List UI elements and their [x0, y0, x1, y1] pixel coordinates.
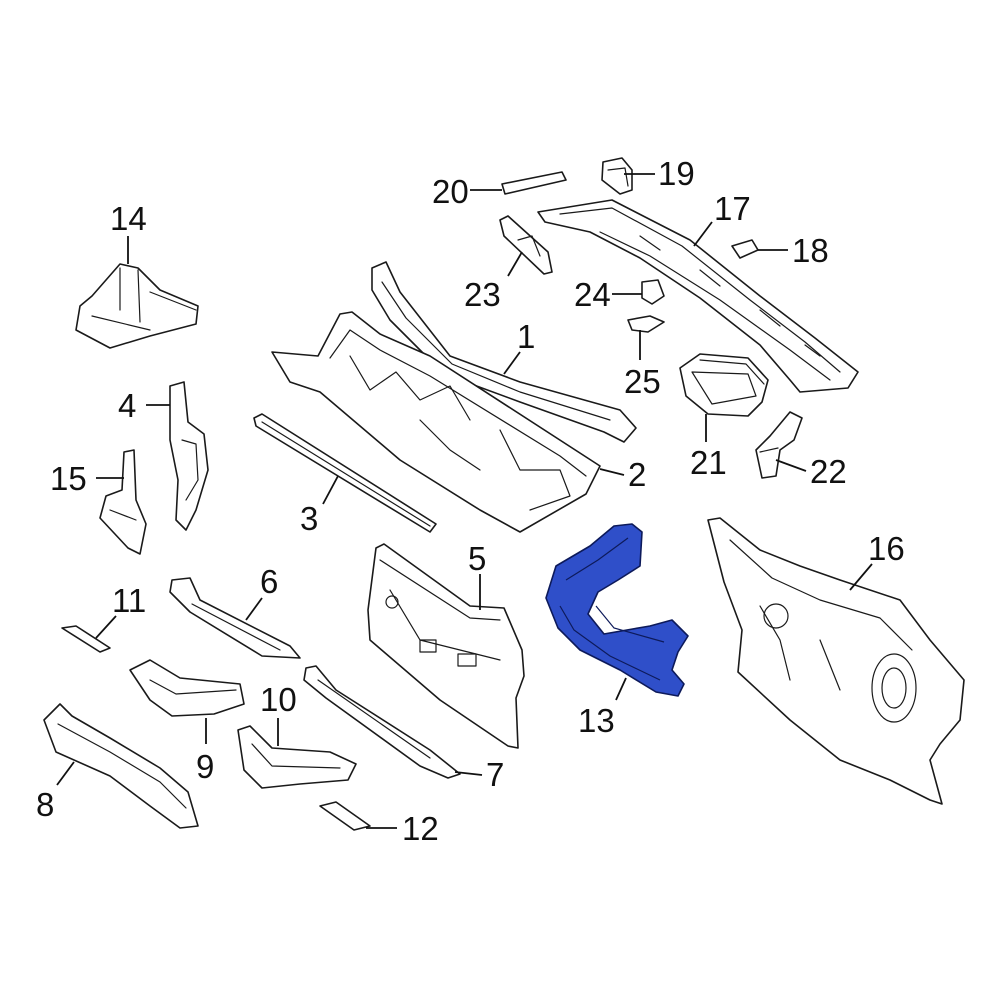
- part-6-bracket-bar[interactable]: [169, 577, 301, 659]
- callout-9: 9: [196, 748, 214, 785]
- callout-18: 18: [792, 232, 829, 269]
- part-1-cowl-rail[interactable]: [371, 261, 637, 443]
- callout-8: 8: [36, 786, 54, 823]
- part-25-clip[interactable]: [627, 315, 665, 333]
- part-14-bracket-box[interactable]: [75, 263, 199, 349]
- callout-23: 23: [464, 276, 501, 313]
- callout-5: 5: [468, 540, 486, 577]
- part-18-clip[interactable]: [731, 239, 759, 259]
- callout-20: 20: [432, 173, 469, 210]
- part-12-plate[interactable]: [319, 801, 371, 831]
- part-15-bracket[interactable]: [99, 449, 147, 555]
- part-2-cowl-panel[interactable]: [271, 311, 601, 533]
- part-16-bulkhead[interactable]: [707, 517, 965, 805]
- callout-14: 14: [110, 200, 147, 237]
- leader-lines: [56, 173, 873, 829]
- part-21-duct[interactable]: [679, 353, 769, 417]
- callout-21: 21: [690, 444, 727, 481]
- part-23-bracket[interactable]: [499, 215, 553, 275]
- part-7-rail[interactable]: [303, 665, 461, 779]
- part-10-bracket[interactable]: [237, 725, 357, 789]
- callout-7: 7: [486, 756, 504, 793]
- part-5-dash-panel[interactable]: [367, 543, 525, 749]
- part-13-bracket-highlighted[interactable]: [545, 523, 689, 697]
- callout-3: 3: [300, 500, 318, 537]
- callout-13: 13: [578, 702, 615, 739]
- part-8-rail[interactable]: [43, 703, 199, 829]
- callout-19: 19: [658, 155, 695, 192]
- part-19-bracket[interactable]: [601, 157, 633, 195]
- callout-25: 25: [624, 363, 661, 400]
- part-9-bracket[interactable]: [129, 659, 245, 717]
- callout-2: 2: [628, 456, 646, 493]
- part-22-bracket[interactable]: [755, 411, 803, 479]
- callout-16: 16: [868, 530, 905, 567]
- callout-17: 17: [714, 190, 751, 227]
- callout-22: 22: [810, 453, 847, 490]
- callout-4: 4: [118, 387, 136, 424]
- part-3-rail-strip[interactable]: [253, 413, 437, 533]
- callout-15: 15: [50, 460, 87, 497]
- callout-10: 10: [260, 681, 297, 718]
- callout-12: 12: [402, 810, 439, 847]
- part-24-clip[interactable]: [641, 279, 665, 305]
- callout-1: 1: [517, 318, 535, 355]
- callout-labels: 1 2 3 4 5 6 7 8 9 10 11 12 13 14 15 16 1…: [36, 155, 905, 847]
- part-20-strip[interactable]: [501, 171, 567, 195]
- part-4-bracket[interactable]: [169, 381, 209, 531]
- part-11-plate[interactable]: [61, 625, 111, 653]
- callout-24: 24: [574, 276, 611, 313]
- part-17-cowl-top-panel[interactable]: [537, 199, 859, 393]
- callout-6: 6: [260, 563, 278, 600]
- callout-11: 11: [112, 582, 146, 619]
